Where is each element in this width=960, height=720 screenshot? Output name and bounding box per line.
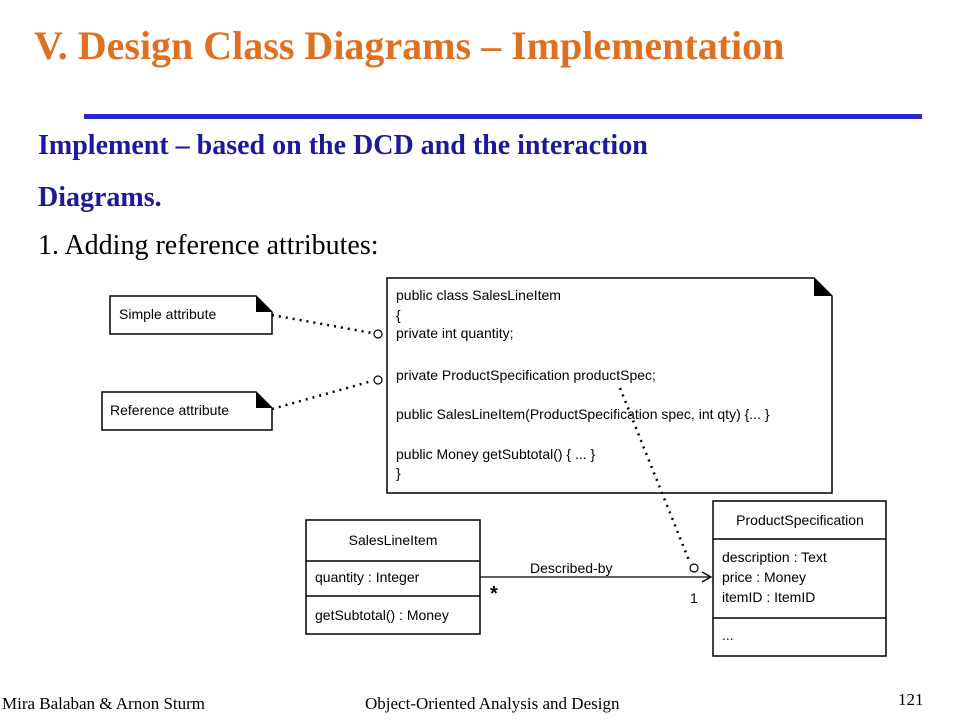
class-saleslineitem-attr: quantity : Integer xyxy=(315,569,420,585)
code-line-getsubtotal: public Money getSubtotal() { ... } xyxy=(396,446,596,462)
multiplicity-source: * xyxy=(490,583,498,605)
class-productspecification-attr-itemid: itemID : ItemID xyxy=(722,589,815,605)
class-productspecification: ProductSpecification description : Text … xyxy=(712,500,887,657)
subtitle-line-2: Diagrams. xyxy=(38,182,162,213)
class-productspecification-attr-description: description : Text xyxy=(722,549,827,565)
class-saleslineitem: SalesLineItem quantity : Integer getSubt… xyxy=(305,519,481,635)
note-reference-label: Reference attribute xyxy=(110,402,229,418)
code-note: public class SalesLineItem { private int… xyxy=(386,277,833,494)
association-described-by: Described-by * 1 xyxy=(480,560,713,606)
footer-page-number: 121 xyxy=(898,690,924,709)
code-line-constructor: public SalesLineItem(ProductSpecificatio… xyxy=(396,406,770,422)
code-line-close-brace: } xyxy=(396,465,401,481)
association-label: Described-by xyxy=(530,560,612,576)
code-line-open-brace: { xyxy=(396,307,401,323)
note-reference-anchor xyxy=(373,375,383,385)
footer-authors: Mira Balaban & Arnon Sturm xyxy=(2,694,206,713)
class-productspecification-name: ProductSpecification xyxy=(736,512,864,528)
step-heading: 1. Adding reference attributes: xyxy=(38,230,379,261)
class-saleslineitem-op: getSubtotal() : Money xyxy=(315,607,449,623)
note-reference-connector xyxy=(271,379,373,411)
multiplicity-target: 1 xyxy=(690,590,698,606)
footer-course: Object-Oriented Analysis and Design xyxy=(365,694,620,713)
subtitle-line-1: Implement – based on the DCD and the int… xyxy=(38,130,648,161)
note-simple-attribute: Simple attribute xyxy=(109,295,273,335)
code-line-class: public class SalesLineItem xyxy=(396,287,561,303)
association-anchor xyxy=(689,563,699,573)
association-arrowhead xyxy=(701,571,713,583)
note-reference-attribute: Reference attribute xyxy=(101,391,273,431)
code-line-productspec: private ProductSpecification productSpec… xyxy=(396,367,656,383)
code-line-quantity: private int quantity; xyxy=(396,325,514,341)
slide-title: V. Design Class Diagrams – Implementatio… xyxy=(34,23,785,68)
class-productspecification-attr-price: price : Money xyxy=(722,569,806,585)
title-underline xyxy=(84,114,922,119)
note-simple-connector xyxy=(271,313,373,335)
class-saleslineitem-name: SalesLineItem xyxy=(349,532,438,548)
class-productspecification-ops: ... xyxy=(722,627,734,643)
note-simple-label: Simple attribute xyxy=(119,306,216,322)
note-simple-anchor xyxy=(373,329,383,339)
